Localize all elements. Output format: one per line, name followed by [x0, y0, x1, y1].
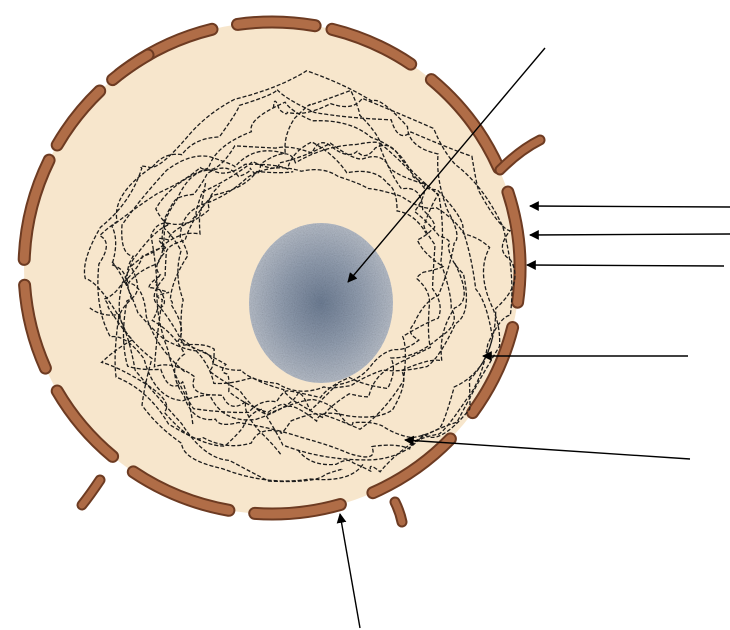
arrow-inner-membrane — [530, 234, 730, 235]
arrow-outer-membrane — [530, 206, 730, 207]
envelope-segment-fill-1 — [238, 22, 316, 26]
arrow-nuclear-pore — [340, 514, 360, 628]
arrow-membrane-lumen — [527, 265, 724, 266]
nucleolus-icon — [249, 223, 393, 383]
